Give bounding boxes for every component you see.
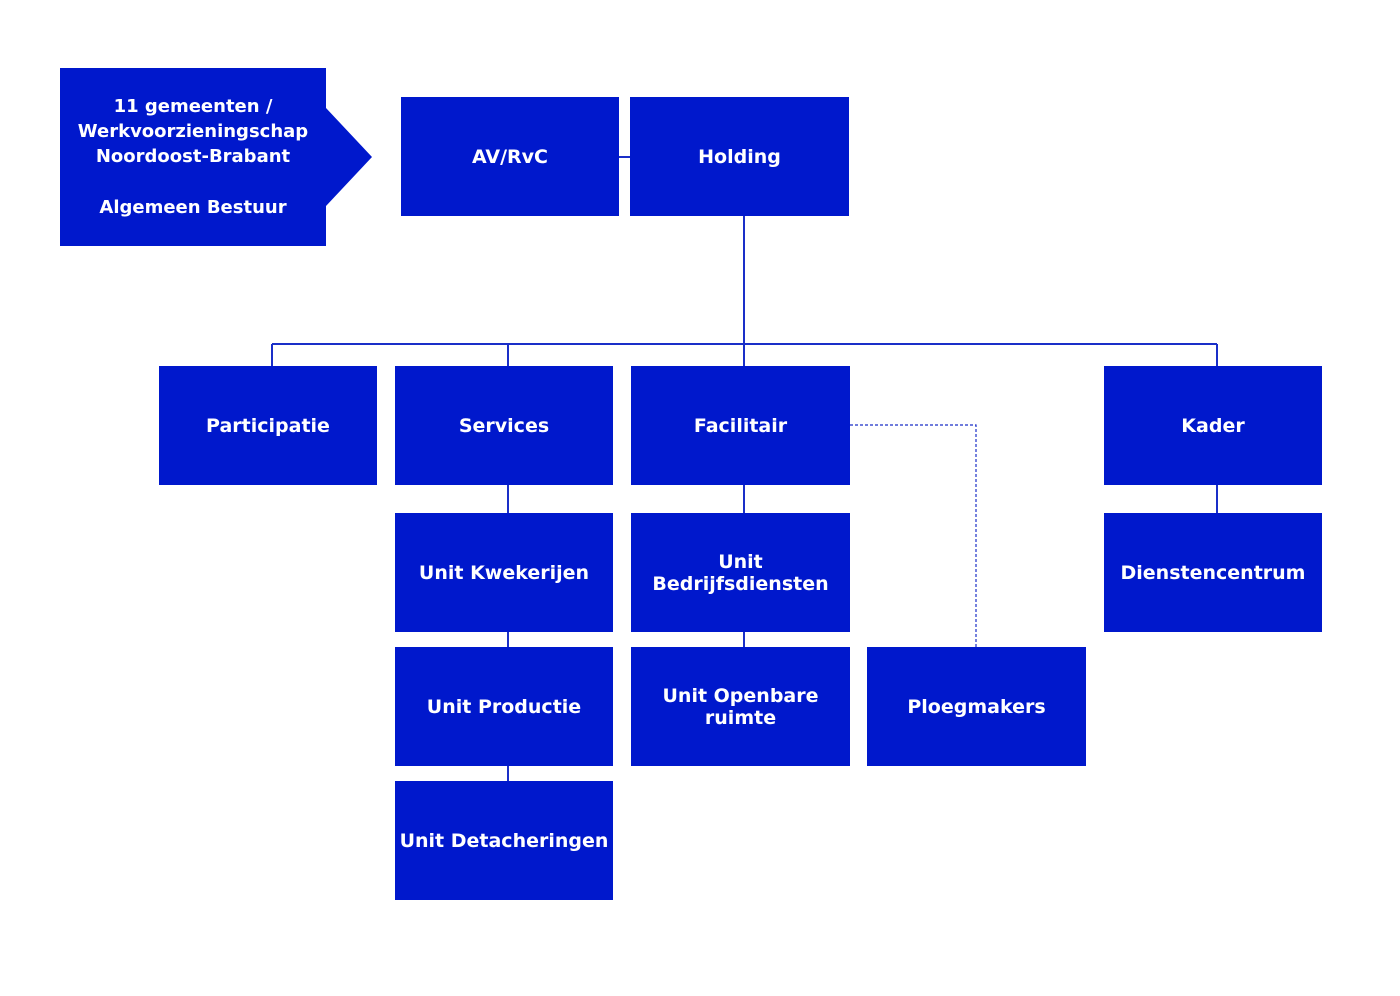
origin-line-4: Algemeen Bestuur: [99, 197, 287, 218]
node-holding: Holding: [630, 97, 849, 216]
node-avrvc-label: AV/RvC: [471, 145, 549, 168]
node-participatie-label: Participatie: [206, 414, 330, 437]
node-unit-kwekerijen-label: Unit Kwekerijen: [418, 561, 590, 584]
node-dienstencentrum-label: Dienstencentrum: [1120, 561, 1306, 584]
node-facilitair: Facilitair: [631, 366, 850, 485]
origin-line-2: Werkvoorzieningschap: [77, 121, 309, 142]
node-ploegmakers-label: Ploegmakers: [907, 695, 1046, 718]
node-services-label: Services: [458, 414, 550, 437]
facilitair-ploegmakers-dashed-line: [850, 424, 977, 647]
node-unit-openbare-ruimte: Unit Openbare ruimte: [631, 647, 850, 766]
origin-arrow-box: 11 gemeenten / Werkvoorzieningschap Noor…: [60, 68, 372, 246]
node-services: Services: [395, 366, 613, 485]
node-holding-label: Holding: [698, 145, 781, 168]
node-avrvc: AV/RvC: [401, 97, 619, 216]
node-kader-label: Kader: [1181, 414, 1245, 437]
origin-label: 11 gemeenten / Werkvoorzieningschap Noor…: [60, 68, 326, 246]
origin-arrow-shape: [60, 68, 372, 246]
node-facilitair-label: Facilitair: [693, 414, 788, 437]
node-unit-kwekerijen: Unit Kwekerijen: [395, 513, 613, 632]
node-unit-bedrijfsdiensten-label: Unit Bedrijfsdiensten: [652, 550, 829, 595]
node-unit-bedrijfsdiensten: Unit Bedrijfsdiensten: [631, 513, 850, 632]
node-unit-detacheringen-label: Unit Detacheringen: [399, 829, 609, 852]
node-kader: Kader: [1104, 366, 1322, 485]
node-unit-openbare-ruimte-label: Unit Openbare ruimte: [662, 684, 819, 729]
node-ploegmakers: Ploegmakers: [867, 647, 1086, 766]
origin-line-1: 11 gemeenten /: [113, 96, 273, 117]
node-unit-productie: Unit Productie: [395, 647, 613, 766]
node-unit-detacheringen: Unit Detacheringen: [395, 781, 613, 900]
node-participatie: Participatie: [159, 366, 377, 485]
node-dienstencentrum: Dienstencentrum: [1104, 513, 1322, 632]
node-unit-productie-label: Unit Productie: [426, 695, 582, 718]
origin-line-3: Noordoost-Brabant: [95, 146, 291, 167]
